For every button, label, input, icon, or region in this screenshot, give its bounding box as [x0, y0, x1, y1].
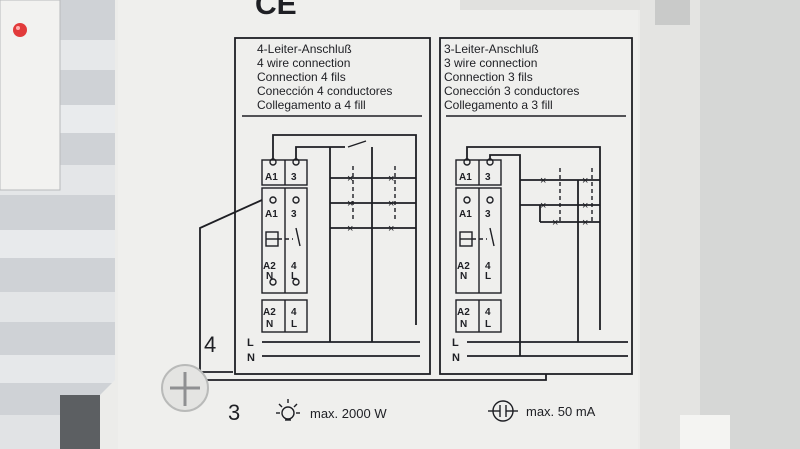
wiring-3wire: × × × × × × L N: [452, 146, 628, 364]
motor-load-icon: [488, 400, 518, 422]
panel-4wire-frame: [234, 37, 431, 375]
panel-4wire-title-3: Connection 4 fils: [257, 70, 346, 84]
relay-terminal-4-3: 4: [485, 261, 491, 272]
panel-4wire-title-1: 4-Leiter-Anschluß: [257, 42, 352, 56]
relay-terminal-3-3: 3: [485, 209, 491, 220]
terminal-a1-top-3: A1: [459, 172, 472, 183]
relay-terminal-a2-3: A2: [457, 261, 470, 272]
bottom-terminal-l: L: [291, 319, 297, 330]
panel-3wire-title-3: Connection 3 fils: [444, 70, 533, 84]
bottom-terminal-4: 4: [291, 307, 297, 318]
external-wiring: [196, 199, 547, 381]
lamp-load-rating: max. 2000 W: [310, 406, 387, 421]
relay-terminal-l: L: [291, 271, 297, 282]
line-n-label-4wire: N: [247, 352, 255, 364]
svg-text:×: ×: [582, 175, 588, 187]
side-number-4: 4: [204, 332, 216, 357]
relay-terminal-a2: A2: [263, 261, 276, 272]
panel-3wire-title-5: Collegamento a 3 fill: [444, 98, 553, 112]
bottom-terminal-l-3: L: [485, 319, 491, 330]
panel-4wire-title-4: Conección 4 conductores: [257, 84, 392, 98]
ce-mark: CE: [255, 0, 297, 21]
svg-text:×: ×: [540, 175, 546, 187]
panel-4wire-title-5: Collegamento a 4 fill: [257, 98, 366, 112]
relay-terminal-n-3: N: [460, 271, 467, 282]
svg-text:×: ×: [388, 223, 394, 235]
svg-text:×: ×: [582, 217, 588, 229]
svg-text:×: ×: [582, 200, 588, 212]
bottom-terminal-n-3: N: [460, 319, 467, 330]
panel-3wire-title-2: 3 wire connection: [444, 56, 537, 70]
relay-terminal-3: 3: [291, 209, 297, 220]
svg-text:×: ×: [347, 198, 353, 210]
wiring-4wire: × × × × × × L N: [247, 134, 420, 364]
screw-terminal-icon: [161, 364, 209, 412]
bottom-terminal-4-3: 4: [485, 307, 491, 318]
relay-terminal-n: N: [266, 271, 273, 282]
panel-4wire-title-2: 4 wire connection: [257, 56, 350, 70]
panel-3wire-title-1: 3-Leiter-Anschluß: [444, 42, 539, 56]
lamp-icon: [276, 399, 300, 421]
left-module: [0, 0, 61, 191]
svg-text:×: ×: [388, 198, 394, 210]
svg-text:×: ×: [347, 173, 353, 185]
panel-4wire: 4-Leiter-Anschluß 4 wire connection Conn…: [234, 37, 431, 375]
bottom-module-3wire: A2 4 N L: [455, 299, 502, 333]
svg-text:×: ×: [540, 200, 546, 212]
svg-text:×: ×: [347, 223, 353, 235]
line-n-label-3wire: N: [452, 352, 460, 364]
side-number-3: 3: [228, 400, 240, 425]
right-housing: [640, 0, 800, 449]
bottom-terminal-n: N: [266, 319, 273, 330]
terminal-a1-top: A1: [265, 172, 278, 183]
line-l-label-3wire: L: [452, 337, 459, 349]
device-face: [60, 0, 640, 449]
relay-terminal-4: 4: [291, 261, 297, 272]
top-module-3wire: A1 3: [455, 158, 502, 186]
panel-3wire-title-4: Conección 3 conductores: [444, 84, 579, 98]
bottom-terminal-a2: A2: [263, 307, 276, 318]
bottom-terminal-a2-3: A2: [457, 307, 470, 318]
terminal-3-top: 3: [291, 172, 297, 183]
panel-3wire-frame: [439, 37, 633, 375]
svg-text:×: ×: [552, 217, 558, 229]
terminal-3-top-3: 3: [485, 172, 491, 183]
relay-terminal-a1: A1: [265, 209, 278, 220]
panel-3wire: 3-Leiter-Anschluß 3 wire connection Conn…: [439, 37, 633, 375]
pushbutton-icon-3: × × × × × ×: [540, 175, 588, 229]
relay-terminal-a1-3: A1: [459, 209, 472, 220]
bottom-module-4wire: A2 4 N L: [261, 299, 308, 333]
relay-terminal-l-3: L: [485, 271, 491, 282]
led-indicator-icon: [13, 23, 27, 37]
relay-module-3wire: A1 3 A2 4 N L: [455, 187, 502, 294]
motor-load-rating: max. 50 mA: [526, 404, 596, 419]
line-l-label-4wire: L: [247, 337, 254, 349]
relay-module-4wire: A1 3 A2 4 N L: [261, 187, 308, 294]
pushbutton-icon: × × × × × ×: [347, 173, 394, 235]
svg-text:×: ×: [388, 173, 394, 185]
